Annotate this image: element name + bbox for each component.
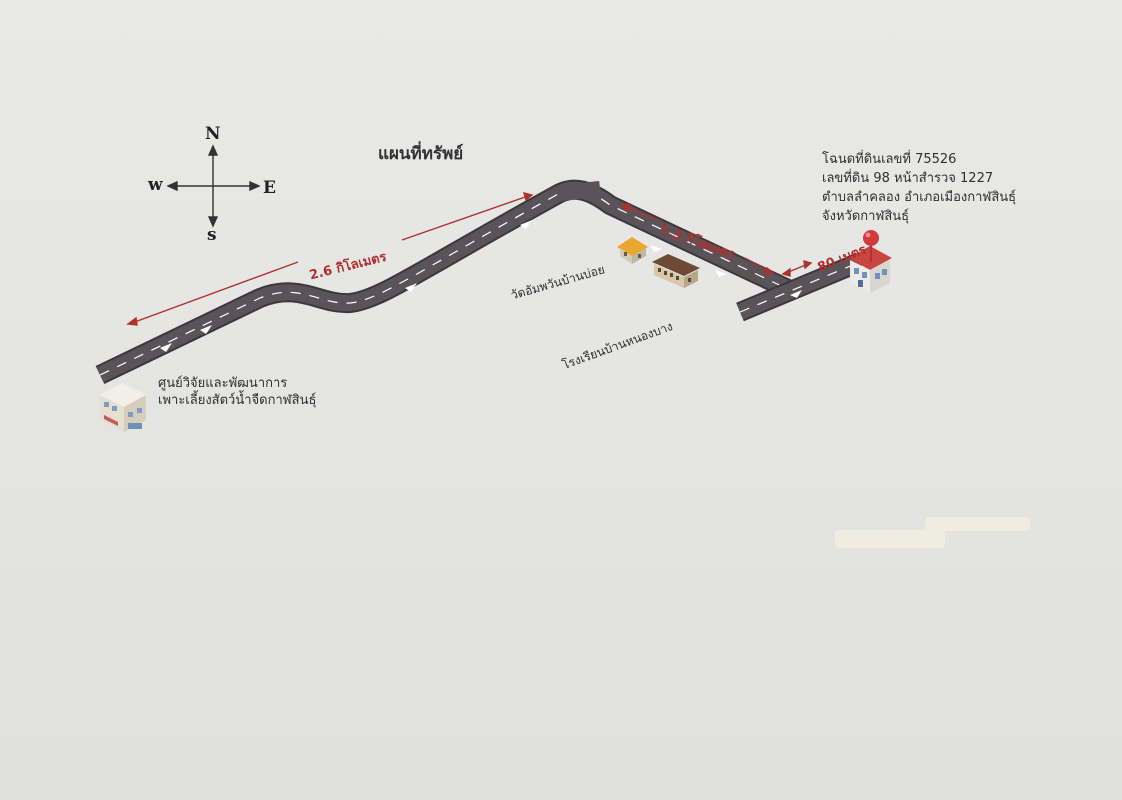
- temple-icon: [617, 237, 648, 264]
- measure-line-1a: [131, 261, 299, 324]
- origin-label-line2: เพาะเลี้ยงสัตว์น้ำจืดกาฬสินธุ์: [158, 393, 317, 408]
- measure-line-2a: [624, 206, 661, 221]
- road-arrow-icon: [200, 325, 212, 334]
- origin-label-line1: ศูนย์วิจัยและพัฒนาการ: [158, 376, 288, 391]
- property-deed-number: โฉนดที่ดินเลขที่ 75526: [822, 152, 957, 167]
- measure-arrowhead-icon: [522, 192, 534, 202]
- measure-arrowhead-icon: [126, 316, 138, 326]
- property-land-number: เลขที่ดิน 98 หน้าสำรวจ 1227: [822, 171, 994, 186]
- road-arrow-icon: [405, 283, 417, 292]
- measure-line-1b: [401, 195, 529, 241]
- origin-label: ศูนย์วิจัยและพัฒนาการ เพาะเลี้ยงสัตว์น้ำ…: [158, 375, 316, 409]
- measure-arrowhead-icon: [803, 260, 813, 270]
- road-arrow-icon: [650, 245, 662, 252]
- measure-arrowhead-icon: [620, 203, 632, 213]
- arrow-west-icon: [166, 180, 178, 192]
- map-title: แผนที่ทรัพย์: [378, 144, 464, 164]
- school-building-icon: [652, 254, 700, 288]
- property-province: จังหวัดกาฬสินธุ์: [822, 209, 910, 224]
- measure-arrowhead-icon: [763, 266, 775, 275]
- paper-mark: [835, 517, 1030, 548]
- road-arrow-icon: [790, 290, 802, 298]
- road-arrows: [160, 220, 802, 352]
- arrow-east-icon: [249, 180, 261, 192]
- compass-north-label: N: [205, 124, 221, 144]
- compass-east-label: E: [263, 178, 276, 198]
- road-final-centerline: [739, 261, 861, 313]
- arrow-north-icon: [207, 144, 219, 156]
- location-pin-icon: [863, 230, 879, 262]
- property-label: โฉนดที่ดินเลขที่ 75526 เลขที่ดิน 98 หน้า…: [822, 150, 1016, 226]
- road-arrow-icon: [160, 343, 172, 352]
- road-arrow-icon: [520, 220, 532, 229]
- measure-arrowhead-icon: [781, 267, 791, 277]
- compass: [166, 144, 261, 228]
- road-arrow-icon: [715, 270, 727, 277]
- research-center-building-icon: [100, 383, 146, 432]
- arrow-south-icon: [207, 216, 219, 228]
- compass-south-label: s: [207, 225, 217, 245]
- road-stub-north: [559, 181, 601, 201]
- property-subdistrict: ตำบลลำคลอง อำเภอเมืองกาฬสินธุ์: [822, 190, 1017, 205]
- compass-west-label: w: [148, 175, 163, 195]
